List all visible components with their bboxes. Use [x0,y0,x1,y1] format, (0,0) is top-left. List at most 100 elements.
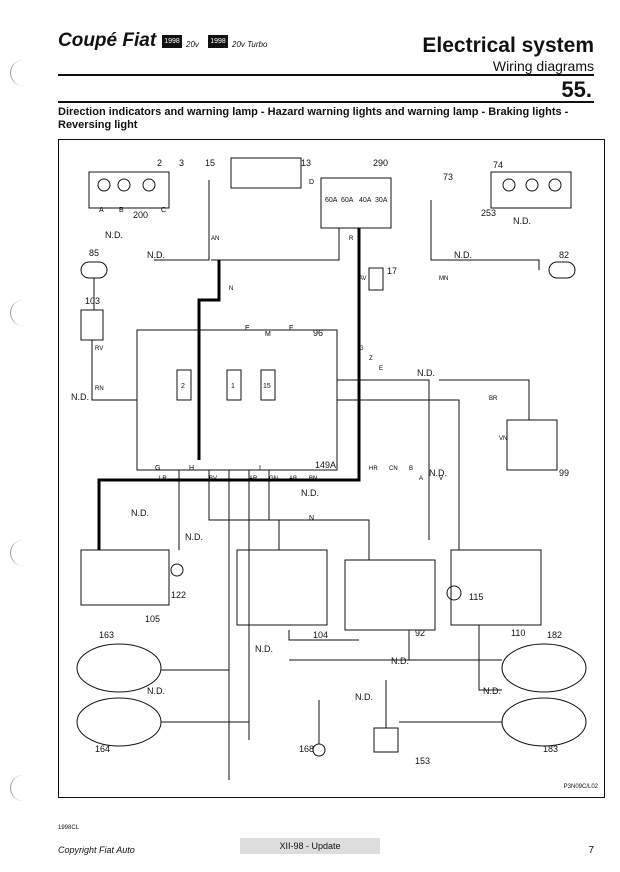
battery [230,157,302,189]
wire-code: B [409,466,413,472]
wire-code: HR [369,466,378,472]
front-left-lamp [88,171,170,209]
fuse-rating: 60A [325,197,338,204]
reversing-switch [368,267,384,291]
heavy-feed-wire [197,260,221,460]
component-label: 163 [99,630,114,640]
page-number: 7 [588,845,594,856]
relay-label: 2 [181,383,185,390]
component-label: 200 [133,210,148,220]
connector-label: G [155,465,160,472]
component-label: 103 [85,296,100,306]
nd-label: N.D. [185,532,203,542]
nd-label: N.D. [105,230,123,240]
component-label: 85 [89,248,99,258]
copyright: Copyright Fiat Auto [58,845,135,855]
wire-code: G [359,346,364,352]
component-label: 17 [387,266,397,276]
wire-code: BR [489,396,498,402]
component-label: 74 [493,160,503,170]
binder-hole [10,300,37,326]
component-label: 104 [313,630,328,640]
nd-label: N.D. [355,692,373,702]
binder-hole [10,60,37,86]
fuse-rating: 60A [341,197,354,204]
nd-label: N.D. [255,644,273,654]
component-label: 3 [179,158,184,168]
connector-label: D [309,179,314,186]
wire-code: MN [439,276,448,282]
rear-left-lamp-upper [76,643,162,693]
instrument-panel [450,549,542,626]
engine-badge: 1998 [162,35,182,48]
component-label: 73 [443,172,453,182]
connector-label: B [119,207,124,214]
nd-label: N.D. [429,468,447,478]
nd-label: N.D. [147,250,165,260]
flasher-unit [344,559,436,631]
heavy-feed-wire [97,228,361,550]
component-label: 115 [469,592,483,602]
wiring-diagram: 2 3 15 13 290 73 74 200 253 85 82 17 103… [58,139,605,798]
connector-label: E [245,325,250,332]
component-label: 149A [315,460,336,470]
maxifuse-box [320,177,392,229]
hazard-switch [236,549,328,626]
component-label: 110 [511,628,525,638]
nd-label: N.D. [513,216,531,226]
component-label: 122 [171,590,186,600]
third-brake-lamp [373,727,399,753]
connector-label: N [309,515,314,522]
wiring-diagram-svg: 2 3 15 13 290 73 74 200 253 85 82 17 103… [71,157,587,780]
component-label: 99 [559,468,569,478]
wire-code: Z [369,356,373,362]
drawing-reference: P3N09C/L02 [563,784,598,790]
front-right-lamp [490,171,572,209]
relay-label: 1 [231,383,235,390]
engine-variant: 20v [186,40,199,49]
section-number: 55. [561,77,592,102]
connector-label: F [289,325,293,332]
connector-label: I [259,465,261,472]
rear-left-lamp-lower [76,697,162,747]
fuse-rating: 30A [375,197,388,204]
nd-label: N.D. [454,250,472,260]
wire-code: LR [159,476,167,482]
nd-label: N.D. [417,368,435,378]
component-label: 153 [415,756,430,766]
nd-label: N.D. [391,656,409,666]
component-label: 168 [299,744,314,754]
component-label: 182 [547,630,562,640]
wire-code: BN [309,476,317,482]
component-label: 15 [205,158,215,168]
caption-rule [58,101,594,103]
section-subtitle: Wiring diagrams [492,58,594,74]
nd-label: N.D. [71,392,89,402]
warning-lamp-unit [506,419,558,471]
nd-label: N.D. [131,508,149,518]
header-rule [58,74,594,76]
component-label: 183 [543,744,558,754]
wire-code: RN [95,386,104,392]
small-code: 1998CL [58,825,80,831]
component-label: 290 [373,158,388,168]
fuse-rating: 40A [359,197,372,204]
nd-label: N.D. [483,686,501,696]
wire-code: AV [359,276,367,282]
relay-label: 15 [263,383,271,390]
component-label: 92 [415,628,425,638]
wire-code: CN [389,466,398,472]
connector-label: C [161,207,166,214]
wire-code: A [419,476,423,482]
component-label: 164 [95,744,110,754]
update-stamp: XII-98 - Update [240,838,380,854]
connector-label: A [99,207,104,214]
wire-code: V [439,476,443,482]
reversing-lamp [312,743,326,757]
nd-label: N.D. [147,686,165,696]
wire-code: GN [269,476,278,482]
engine-badge: 1998 [208,35,228,48]
wire-code: RV [95,346,103,352]
component-label: 82 [559,250,569,260]
brake-switch [80,309,104,341]
